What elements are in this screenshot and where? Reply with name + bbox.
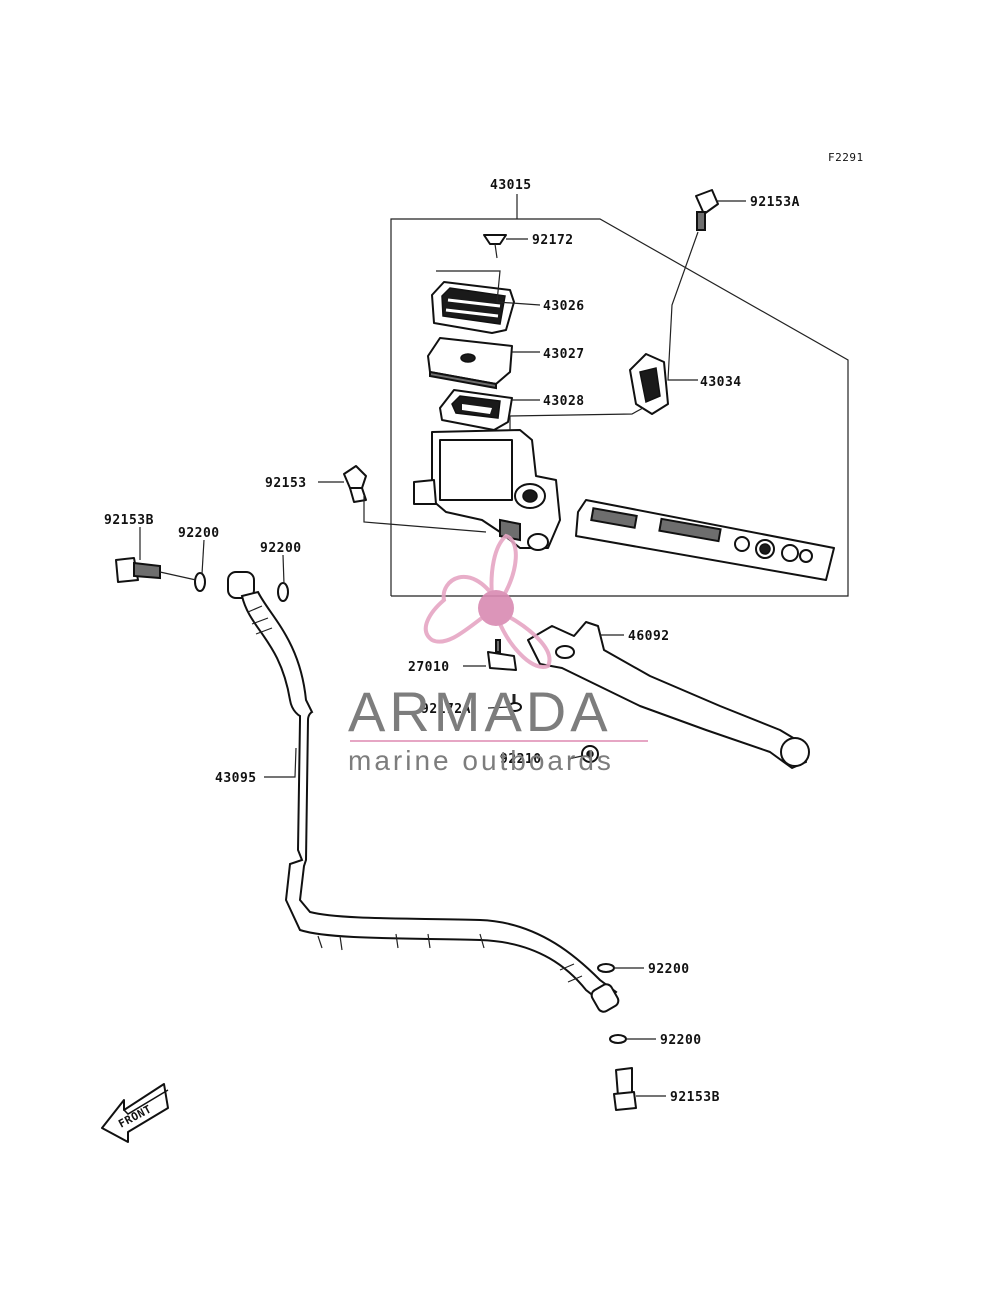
part-labels: 43015 92153A 92172 43026 43027 43034 430… xyxy=(104,178,800,1105)
switch-27010 xyxy=(487,639,517,671)
lever-46092 xyxy=(527,621,810,769)
bolt-92153B-lower xyxy=(613,1067,637,1111)
label-92172A: 92172A xyxy=(421,702,471,717)
screw-92172 xyxy=(483,234,507,259)
washer-92200-d xyxy=(609,1034,627,1044)
bolt-92153B-upper xyxy=(115,557,161,583)
label-92153A: 92153A xyxy=(750,195,800,210)
label-43015: 43015 xyxy=(490,178,532,193)
figure-code: F2291 xyxy=(828,151,864,164)
label-43027: 43027 xyxy=(543,347,585,362)
label-43034: 43034 xyxy=(700,375,742,390)
label-92153B-upper: 92153B xyxy=(104,513,154,528)
assembly-bracket xyxy=(390,194,849,597)
label-92172: 92172 xyxy=(532,233,574,248)
label-92153: 92153 xyxy=(265,476,307,491)
label-43028: 43028 xyxy=(543,394,585,409)
reservoir-cap-43026 xyxy=(431,281,515,334)
hose-43095 xyxy=(227,571,620,1013)
label-92210: 92210 xyxy=(500,752,542,767)
label-92200-b: 92200 xyxy=(260,541,302,556)
nut-92210 xyxy=(581,745,599,763)
leader-lines xyxy=(139,200,746,1097)
bolt-92153A xyxy=(695,189,719,231)
watermark-tagline: marine outboards xyxy=(348,745,614,776)
watermark-brand: ARMADA xyxy=(348,680,612,743)
master-cylinder-body xyxy=(413,429,561,551)
clamp-43034 xyxy=(629,353,669,415)
label-92200-a: 92200 xyxy=(178,526,220,541)
diaphragm-43028 xyxy=(439,389,513,431)
diaphragm-plate-43027 xyxy=(427,337,513,390)
propeller-logo-icon xyxy=(423,533,552,669)
label-92200-d: 92200 xyxy=(660,1033,702,1048)
washer-92200-a xyxy=(194,572,206,592)
label-43095: 43095 xyxy=(215,771,257,786)
watermark: ARMADA marine outboards xyxy=(348,533,648,776)
piston-kit xyxy=(575,499,835,581)
label-46092: 46092 xyxy=(628,629,670,644)
front-arrow: FRONT xyxy=(101,1083,169,1143)
bolt-92153 xyxy=(343,465,367,503)
label-43026: 43026 xyxy=(543,299,585,314)
label-92200-c: 92200 xyxy=(648,962,690,977)
washer-92200-c xyxy=(597,963,615,973)
label-27010: 27010 xyxy=(408,660,450,675)
washer-92200-b xyxy=(277,582,289,602)
label-92153B-lower: 92153B xyxy=(670,1090,720,1105)
